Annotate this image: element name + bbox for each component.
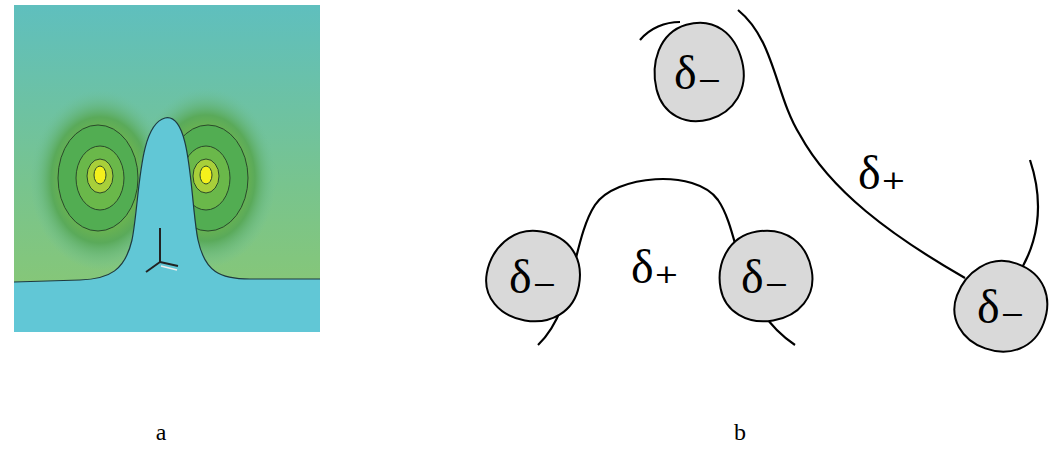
lobe-text-holder: δ₋ [483,228,583,324]
lobe-text-holder: δ₋ [650,20,746,124]
charge-lobe: δ₋ [483,228,583,324]
charge-sign: δ₋ [741,248,789,304]
charge-sign: δ₊ [858,144,906,200]
charge-lobe: δ₋ [650,20,746,124]
charge-lobe: δ₋ [952,258,1050,354]
potential-map [14,5,320,332]
panel-label: b [734,419,746,446]
lobe-text-holder: δ₋ [715,228,815,324]
charge-sign: δ₋ [509,248,557,304]
molecule-sticks [146,228,178,272]
charge-sign: δ₋ [674,44,722,100]
panel-label: a [156,419,167,446]
charge-sign: δ₊ [631,238,679,294]
charge-sign: δ₋ [977,278,1025,334]
charge-lobe: δ₋ [715,228,815,324]
lobe-text-holder: δ₋ [952,258,1050,354]
